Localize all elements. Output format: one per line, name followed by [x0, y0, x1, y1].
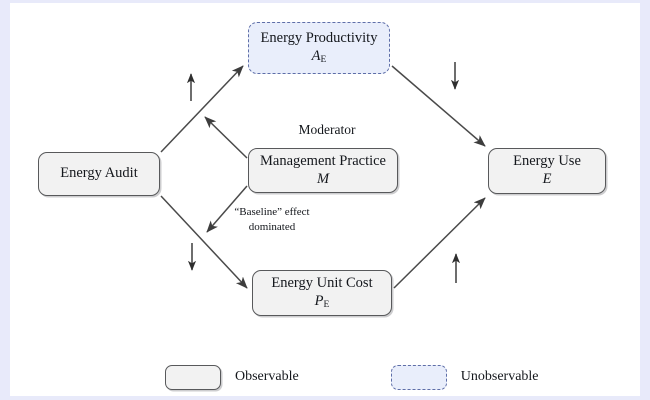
moderator-label: Moderator: [298, 122, 356, 137]
node-energy-audit[interactable]: Energy Audit: [38, 152, 160, 196]
edge-audit-to-unit-cost: [160, 195, 248, 289]
baseline-effect-label: “Baseline” effect dominated: [234, 206, 310, 233]
legend-swatch-unobservable: [390, 364, 447, 390]
legend: Observable Unobservable: [165, 360, 539, 394]
legend-label-unobservable: Unobservable: [460, 369, 539, 384]
edge-audit-to-productivity: [160, 65, 244, 153]
node-symbol: AE: [311, 48, 327, 65]
node-energy-unit-cost[interactable]: Energy Unit Cost PE: [252, 270, 392, 316]
node-symbol: M: [316, 170, 330, 187]
node-symbol: PE: [314, 293, 330, 310]
legend-label-observable: Observable: [235, 369, 299, 384]
legend-swatch-observable: [165, 364, 221, 390]
legend-item-observable: Observable: [165, 364, 299, 390]
node-title: Energy Productivity: [260, 30, 378, 47]
node-energy-use[interactable]: Energy Use E: [488, 148, 606, 194]
edge-moderation-lower: [206, 185, 248, 233]
legend-item-unobservable: Unobservable: [390, 364, 539, 390]
node-title: Energy Use: [513, 153, 581, 170]
node-symbol: E: [542, 171, 552, 187]
edge-unit-cost-to-use: [393, 197, 486, 289]
node-title: Energy Unit Cost: [271, 275, 373, 292]
node-energy-productivity[interactable]: Energy Productivity AE: [248, 22, 390, 74]
node-management-practice[interactable]: Management Practice M: [248, 148, 398, 193]
node-title: Energy Audit: [60, 165, 138, 182]
edge-productivity-to-use: [391, 65, 486, 147]
node-title: Management Practice: [259, 152, 386, 169]
edge-moderation-upper: [204, 116, 248, 159]
